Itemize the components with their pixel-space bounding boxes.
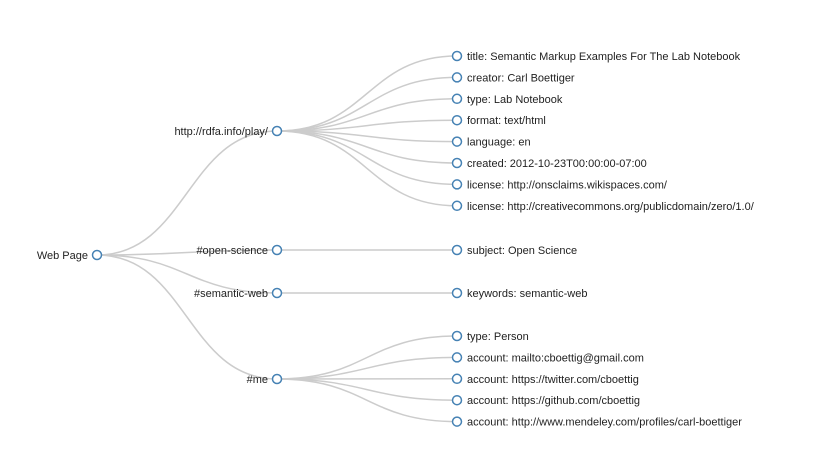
root-node-circle[interactable] <box>91 249 103 261</box>
leaf-node-circle[interactable] <box>451 373 463 385</box>
leaf-node-circle[interactable] <box>451 200 463 212</box>
link-branch-to-leaf <box>276 378 458 423</box>
branch-node-label: #semantic-web <box>194 288 268 300</box>
branch-node-label: #open-science <box>196 245 268 257</box>
leaf-node-circle[interactable] <box>451 352 463 363</box>
tree-nodes: Web Page http://rdfa.info/play/title: Sem… <box>37 50 755 429</box>
leaf-node[interactable]: account: https://github.com/cboettig <box>451 394 641 407</box>
leaf-node[interactable]: type: Person <box>451 330 529 343</box>
leaf-node-label: account: https://github.com/cboettig <box>467 395 640 407</box>
link-branch-to-leaf <box>276 130 458 143</box>
leaf-node[interactable]: account: mailto:cboettig@gmail.com <box>451 352 644 364</box>
link-root-to-branch <box>96 130 278 256</box>
leaf-node-circle[interactable] <box>451 50 463 62</box>
leaf-node-label: title: Semantic Markup Examples For The … <box>467 51 741 63</box>
leaf-node-circle[interactable] <box>451 330 463 342</box>
leaf-node-label: keywords: semantic-web <box>467 288 587 300</box>
branch-node-circle[interactable] <box>271 287 283 299</box>
leaf-node-circle[interactable] <box>451 114 463 126</box>
link-branch-to-leaf <box>276 378 458 401</box>
link-branch-to-leaf <box>276 76 458 132</box>
branch-node[interactable]: #open-science <box>196 244 283 257</box>
leaf-node-label: language: en <box>467 137 531 149</box>
link-branch-to-leaf <box>276 130 458 164</box>
leaf-node[interactable]: type: Lab Notebook <box>451 93 563 106</box>
branch-node-label: http://rdfa.info/play/ <box>174 126 268 138</box>
leaf-node-label: created: 2012-10-23T00:00:00-07:00 <box>467 158 647 170</box>
leaf-node-label: subject: Open Science <box>467 245 577 257</box>
root-node-label: Web Page <box>37 250 88 262</box>
link-branch-to-leaf <box>276 130 458 207</box>
branch-node[interactable]: http://rdfa.info/play/ <box>174 125 283 138</box>
leaf-node-label: type: Person <box>467 331 529 343</box>
leaf-node-label: type: Lab Notebook <box>467 94 563 106</box>
tree-links <box>96 55 458 423</box>
link-branch-to-leaf <box>276 335 458 380</box>
leaf-node-label: account: mailto:cboettig@gmail.com <box>467 352 644 364</box>
leaf-node[interactable]: subject: Open Science <box>451 244 578 257</box>
leaf-node-label: account: http://www.mendeley.com/profile… <box>467 417 742 429</box>
leaf-node-label: license: http://creativecommons.org/publ… <box>467 201 755 213</box>
leaf-node[interactable]: format: text/html <box>451 114 546 127</box>
leaf-node-circle[interactable] <box>451 394 463 406</box>
leaf-node-label: creator: Carl Boettiger <box>467 72 575 84</box>
leaf-node-label: format: text/html <box>467 115 546 127</box>
leaf-node-circle[interactable] <box>451 72 463 83</box>
leaf-node[interactable]: license: http://creativecommons.org/publ… <box>451 200 755 213</box>
link-branch-to-leaf <box>276 98 458 132</box>
branch-node[interactable]: #me <box>247 373 283 386</box>
leaf-node-circle[interactable] <box>451 244 463 256</box>
root-node[interactable]: Web Page <box>37 249 103 262</box>
leaf-node-label: license: http://onsclaims.wikispaces.com… <box>467 179 668 191</box>
link-branch-to-leaf <box>276 356 458 380</box>
leaf-node[interactable]: creator: Carl Boettiger <box>451 72 575 84</box>
link-branch-to-leaf <box>276 119 458 132</box>
leaf-node-circle[interactable] <box>451 287 463 299</box>
link-root-to-branch <box>96 249 278 256</box>
leaf-node-circle[interactable] <box>451 136 463 147</box>
leaf-node-circle[interactable] <box>451 416 463 427</box>
leaf-node[interactable]: account: https://twitter.com/cboettig <box>451 373 639 386</box>
leaf-node-circle[interactable] <box>451 179 463 190</box>
leaf-node-circle[interactable] <box>451 157 463 169</box>
link-branch-to-leaf <box>276 130 458 186</box>
leaf-node[interactable]: keywords: semantic-web <box>451 287 588 300</box>
leaf-node[interactable]: created: 2012-10-23T00:00:00-07:00 <box>451 157 647 170</box>
link-root-to-branch <box>96 254 278 294</box>
leaf-node-circle[interactable] <box>451 93 463 105</box>
link-branch-to-leaf <box>276 55 458 132</box>
link-root-to-branch <box>96 254 278 380</box>
branch-node[interactable]: #semantic-web <box>194 287 283 300</box>
branch-node-circle[interactable] <box>271 244 283 256</box>
branch-node-circle[interactable] <box>271 373 283 385</box>
branch-node-circle[interactable] <box>271 125 283 137</box>
leaf-node[interactable]: title: Semantic Markup Examples For The … <box>451 50 741 63</box>
leaf-node[interactable]: language: en <box>451 136 531 149</box>
leaf-node[interactable]: license: http://onsclaims.wikispaces.com… <box>451 179 668 191</box>
leaf-node-label: account: https://twitter.com/cboettig <box>467 374 639 386</box>
leaf-node[interactable]: account: http://www.mendeley.com/profile… <box>451 416 743 429</box>
branch-node-label: #me <box>247 374 268 386</box>
